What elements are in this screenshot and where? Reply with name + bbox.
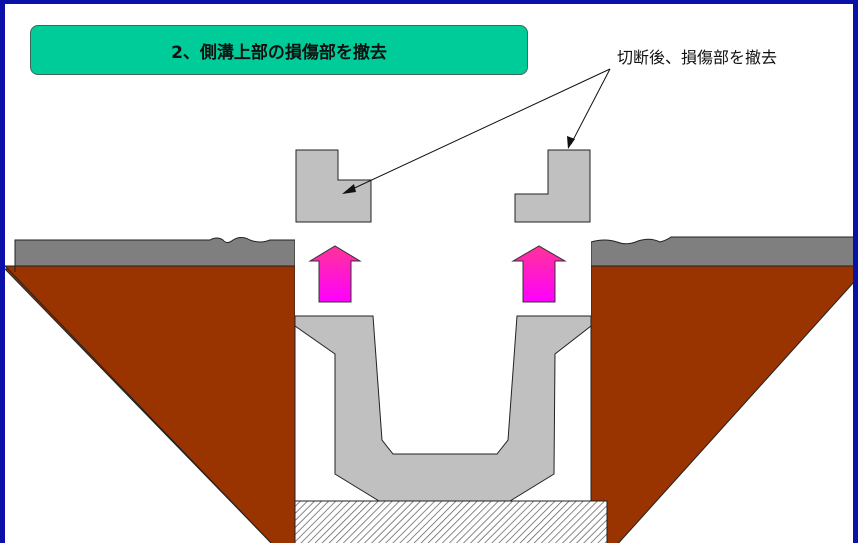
leader-arrowhead-right (567, 136, 575, 149)
soil-embankment-left (5, 265, 296, 543)
soil-embankment-right (590, 265, 853, 543)
pavement-right (590, 236, 853, 267)
foundation-base (294, 500, 608, 543)
leader-line-right (570, 68, 611, 145)
step-title-box: 2、側溝上部の損傷部を撤去 (30, 25, 528, 75)
leader-arrowhead-left (342, 184, 356, 194)
lift-arrow-right (511, 245, 567, 303)
callout-label: 切断後、損傷部を撤去 (617, 48, 778, 67)
lift-arrow-left (308, 245, 362, 303)
step-title: 2、側溝上部の損傷部を撤去 (171, 42, 387, 63)
leader-line-left (345, 68, 611, 193)
removed-piece-right (514, 149, 591, 223)
u-ditch-body (294, 315, 592, 502)
pavement-left (14, 237, 296, 272)
cross-section-drawing (5, 68, 853, 543)
